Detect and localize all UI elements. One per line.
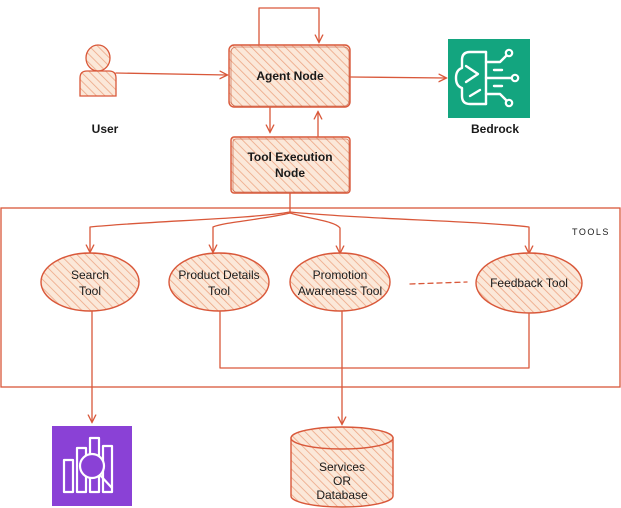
edge-to-product-details-tool	[213, 212, 291, 252]
services-db-label-line1: Services	[319, 460, 365, 474]
person-icon	[79, 44, 117, 97]
search-tool-label-line1: Search	[71, 268, 109, 282]
magnifier-chart-icon	[52, 426, 132, 506]
promotion-tool-label-line2: Awareness Tool	[298, 284, 382, 298]
bedrock-label: Bedrock	[471, 122, 519, 136]
product-details-tool-label-line1: Product Details	[178, 268, 259, 282]
edge-feedback-to-db	[341, 313, 530, 369]
services-db-label-line2: OR	[333, 474, 351, 488]
edges	[90, 7, 530, 424]
edge-to-promotion-tool	[289, 212, 340, 253]
user-label: User	[92, 122, 119, 136]
tool-execution-label-line2: Node	[275, 166, 305, 180]
feedback-tool-node[interactable]: Feedback Tool	[475, 252, 583, 314]
search-tool-label-line2: Tool	[79, 284, 101, 298]
services-database-node[interactable]: Services OR Database	[290, 426, 394, 508]
edge-agent-to-bedrock	[350, 77, 446, 78]
feedback-tool-label: Feedback Tool	[490, 276, 568, 290]
edge-product-to-db	[219, 311, 343, 369]
tools-group: TOOLS	[0, 207, 621, 388]
tools-group-label: TOOLS	[572, 227, 610, 237]
edge-agent-self-loop	[258, 7, 319, 45]
bedrock-node: Bedrock	[448, 39, 530, 136]
edge-user-to-agent	[115, 73, 227, 75]
user-node: User	[79, 44, 119, 136]
edge-to-search-tool	[90, 211, 291, 252]
services-db-label-line3: Database	[316, 488, 368, 502]
edge-ellipsis-dashed	[409, 281, 468, 285]
tool-execution-label-line1: Tool Execution	[247, 150, 332, 164]
promotion-tool-label-line1: Promotion	[313, 268, 368, 282]
bedrock-brain-circuit-icon	[448, 39, 530, 118]
agent-node[interactable]: Agent Node	[228, 44, 351, 108]
search-tool-node[interactable]: Search Tool	[40, 252, 140, 312]
tool-execution-node[interactable]: Tool Execution Node	[230, 136, 351, 194]
promotion-awareness-tool-node[interactable]: Promotion Awareness Tool	[289, 252, 391, 312]
product-details-tool-node[interactable]: Product Details Tool	[168, 252, 270, 312]
product-details-tool-label-line2: Tool	[208, 284, 230, 298]
edge-to-feedback-tool	[289, 211, 529, 253]
agent-node-label: Agent Node	[256, 69, 324, 83]
